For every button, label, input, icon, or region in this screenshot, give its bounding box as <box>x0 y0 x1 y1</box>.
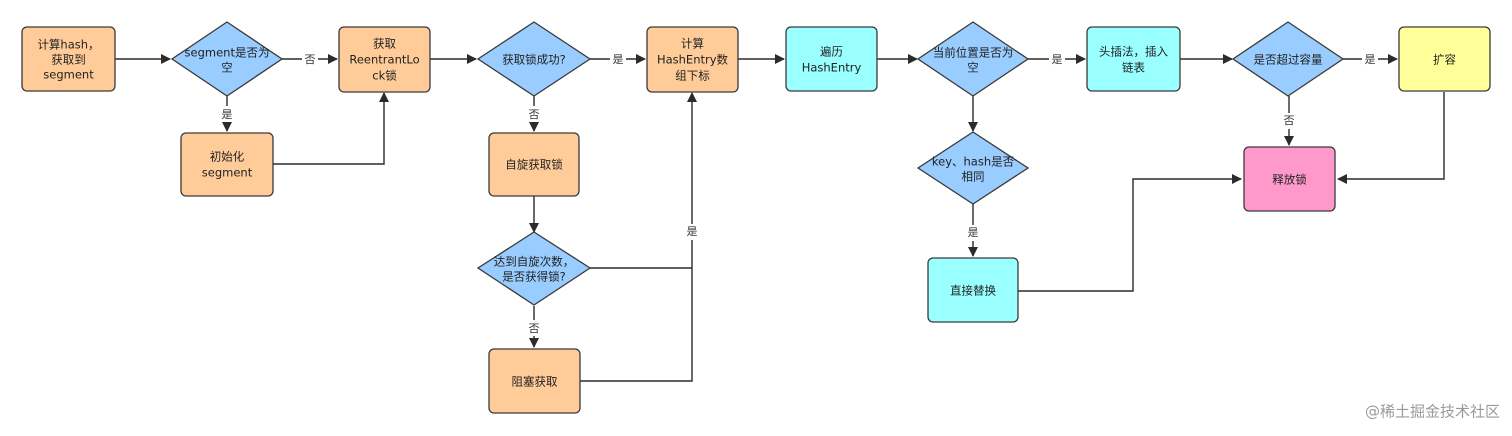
node-head-insert: 头插法，插入 链表 <box>1086 26 1181 92</box>
node-line: segment <box>43 68 94 82</box>
node-line: 遍历 <box>820 45 843 59</box>
node-line: 获取到 <box>51 53 86 67</box>
node-line: 组下标 <box>675 69 710 83</box>
node-pos-empty: 当前位置是否为 空 <box>916 21 1030 97</box>
decision-diamond <box>476 21 592 97</box>
node-over-capacity: 是否超过容量 <box>1231 21 1345 97</box>
label-segment-no: 否 <box>305 53 316 66</box>
node-line: 当前位置是否为 <box>933 46 1014 60</box>
label-segment-yes: 是 <box>222 108 233 121</box>
node-line: 阻塞获取 <box>512 375 558 389</box>
node-line: 是否获得锁? <box>502 270 566 284</box>
label-pos-yes: 是 <box>1052 53 1063 66</box>
node-line: 获取锁成功? <box>502 53 566 67</box>
node-calc-hash: 计算hash， 获取到 segment <box>21 26 116 92</box>
node-line: 头插法，插入 <box>1099 45 1168 59</box>
node-line: 相同 <box>962 170 985 184</box>
label-capacity-no: 否 <box>1284 114 1295 127</box>
decision-diamond <box>170 21 284 97</box>
node-spin-limit: 达到自旋次数， 是否获得锁? <box>476 231 592 306</box>
node-block-get: 阻塞获取 <box>488 348 581 414</box>
edge-init-to-get-lock <box>273 92 389 165</box>
node-line: segment是否为 <box>185 46 270 60</box>
node-expand: 扩容 <box>1398 26 1491 92</box>
node-line: 初始化 <box>210 150 245 164</box>
node-line: 链表 <box>1122 61 1145 75</box>
process-box <box>488 132 580 197</box>
edges <box>115 54 1445 382</box>
process-box <box>646 26 739 93</box>
node-line: HashEntry <box>802 61 862 75</box>
process-box <box>180 132 274 197</box>
decision-diamond <box>916 21 1030 97</box>
edge-block-and-limit-to-index <box>580 92 697 382</box>
node-key-same: key、hash是否 相同 <box>916 131 1030 205</box>
node-replace: 直接替换 <box>927 257 1019 323</box>
node-line: 计算hash， <box>37 38 99 52</box>
edge-labels: 否 是 是 否 是 否 是 是 是 否 <box>219 51 1378 336</box>
node-line: 直接替换 <box>950 284 996 298</box>
process-box <box>488 348 581 414</box>
node-segment-empty: segment是否为 空 <box>170 21 284 97</box>
node-line: 扩容 <box>1433 53 1456 67</box>
node-release: 释放锁 <box>1243 146 1336 212</box>
decision-diamond <box>916 131 1030 205</box>
node-line: 空 <box>967 61 979 75</box>
node-traverse: 遍历 HashEntry <box>785 26 878 92</box>
decision-diamond <box>1231 21 1345 97</box>
label-spin-yes: 是 <box>687 225 698 238</box>
node-line: 计算 <box>681 37 704 51</box>
label-key-yes: 是 <box>968 226 979 239</box>
node-line: 获取 <box>373 37 396 51</box>
node-line: 释放锁 <box>1272 173 1307 187</box>
edge-replace-to-release <box>1018 174 1242 292</box>
process-box <box>785 26 878 92</box>
watermark-text: @稀土掘金技术社区 <box>1365 403 1500 421</box>
label-lock-yes: 是 <box>613 53 624 66</box>
node-line: key、hash是否 <box>932 155 1015 169</box>
process-box <box>21 26 116 92</box>
node-line: ReentrantLo <box>349 53 419 67</box>
node-line: 达到自旋次数， <box>494 255 575 269</box>
label-lock-no: 否 <box>529 108 540 121</box>
process-box <box>927 257 1019 323</box>
process-box <box>1243 146 1336 212</box>
label-capacity-yes: 是 <box>1365 53 1376 66</box>
node-line: segment <box>202 166 253 180</box>
decision-diamond <box>476 231 592 306</box>
node-lock-success: 获取锁成功? <box>476 21 592 97</box>
node-get-lock: 获取 ReentrantLo ck锁 <box>338 26 431 93</box>
node-line: 空 <box>221 61 233 75</box>
node-calc-index: 计算 HashEntry数 组下标 <box>646 26 739 93</box>
process-box <box>1086 26 1181 92</box>
node-spin-lock: 自旋获取锁 <box>488 132 580 197</box>
node-line: 是否超过容量 <box>1254 53 1323 67</box>
label-spin-no: 否 <box>529 322 540 335</box>
node-init-segment: 初始化 segment <box>180 132 274 197</box>
node-line: ck锁 <box>372 69 397 83</box>
node-line: 自旋获取锁 <box>505 158 563 172</box>
process-box <box>1398 26 1491 92</box>
edge-expand-to-release <box>1337 92 1445 184</box>
process-box <box>338 26 431 93</box>
node-line: HashEntry数 <box>657 53 729 67</box>
nodes: 计算hash， 获取到 segment segment是否为 空 初始化 seg… <box>21 21 1491 414</box>
